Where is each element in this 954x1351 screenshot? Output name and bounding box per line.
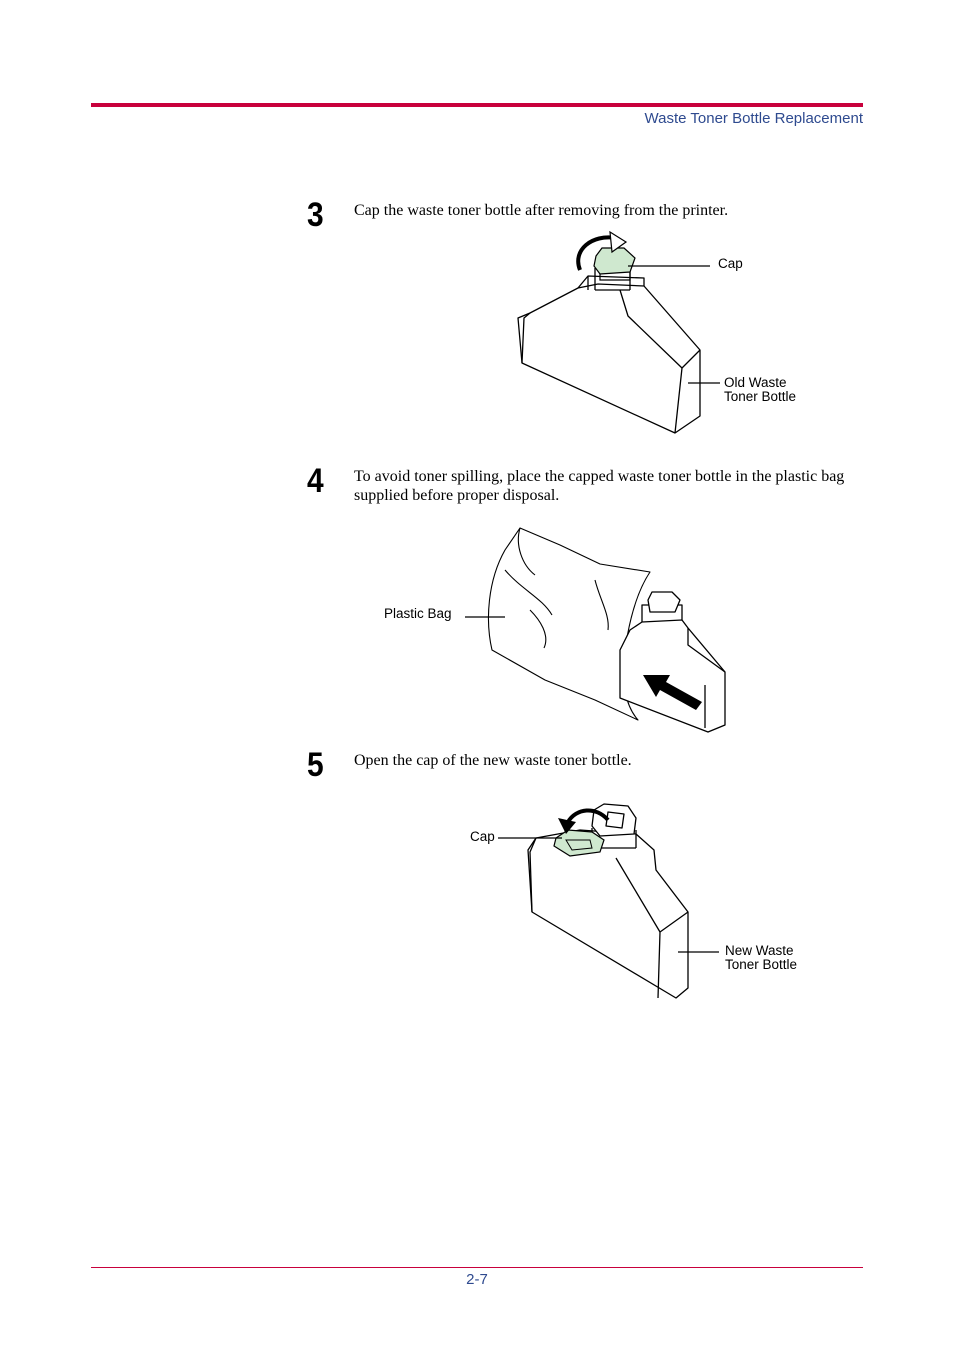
- old-bottle-callout-line1: Old Waste: [724, 375, 787, 390]
- step-3-text: Cap the waste toner bottle after removin…: [354, 202, 729, 219]
- new-bottle-callout-line1: New Waste: [725, 943, 794, 958]
- plastic-bag-figure: [465, 527, 726, 733]
- step-3-number: 3: [307, 196, 324, 234]
- step-4-text: To avoid toner spilling, place the cappe…: [354, 468, 845, 504]
- header-rule: [91, 103, 863, 107]
- footer-rule: [91, 1267, 863, 1268]
- step-4-number: 4: [307, 462, 324, 500]
- cap-icon: [593, 247, 636, 281]
- step-5-text: Open the cap of the new waste toner bott…: [354, 752, 632, 769]
- arrow-icon: [643, 675, 702, 710]
- plastic-bag-callout-label: Plastic Bag: [384, 606, 452, 621]
- cap-callout-label: Cap: [718, 256, 743, 271]
- old-waste-toner-bottle-figure: [517, 230, 720, 434]
- new-bottle-callout-line2: Toner Bottle: [725, 957, 798, 972]
- running-header: Waste Toner Bottle Replacement: [644, 110, 863, 127]
- new-waste-toner-bottle-figure: [498, 803, 719, 999]
- cap-icon: [553, 829, 605, 857]
- old-bottle-callout-line2: Toner Bottle: [724, 389, 797, 404]
- step-5-number: 5: [307, 746, 324, 784]
- page-number: 2-7: [466, 1271, 488, 1288]
- cap-callout-label-new: Cap: [470, 829, 495, 844]
